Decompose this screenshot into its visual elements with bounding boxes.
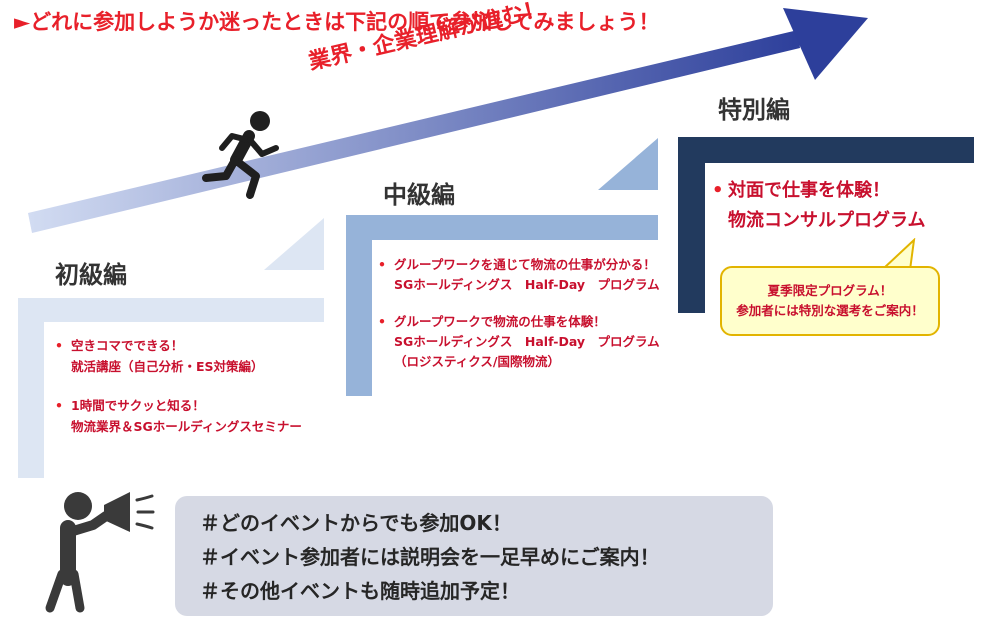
beginner-item-list: 空きコマでできる！ 就活講座（自己分析・ES対策編） 1時間でサクッと知る！ 物… <box>55 335 302 455</box>
running-person-icon <box>202 111 279 199</box>
notes-box: ＃どのイベントからでも参加OK！ ＃イベント参加者には説明会を一足早めにご案内！… <box>175 496 773 616</box>
special-item: 対面で仕事を体験！ 物流コンサルプログラム <box>712 176 925 236</box>
beginner-title: 初級編 <box>55 261 127 289</box>
beginner-item: 空きコマでできる！ 就活講座（自己分析・ES対策編） <box>55 335 302 377</box>
megaphone-person-icon <box>45 492 155 613</box>
special-title: 特別編 <box>718 96 790 124</box>
special-callout-bubble: 夏季限定プログラム！ 参加者には特別な選考をご案内！ <box>720 266 940 336</box>
intermediate-step <box>346 138 658 396</box>
intermediate-item-list: グループワークを通じて物流の仕事が分かる！ SGホールディングス Half-Da… <box>378 255 660 389</box>
beginner-item: 1時間でサクッと知る！ 物流業界＆SGホールディングスセミナー <box>55 395 302 437</box>
progress-arrow <box>28 8 868 233</box>
intermediate-title: 中級編 <box>383 181 455 209</box>
note-line: ＃その他イベントも随時追加予定！ <box>200 579 520 603</box>
beginner-step <box>18 218 324 478</box>
special-item-list: 対面で仕事を体験！ 物流コンサルプログラム <box>712 176 925 236</box>
bubble-line: 参加者には特別な選考をご案内！ <box>736 303 924 318</box>
intro-text: ►どれに参加しようか迷ったときは下記の順で参加してみましょう！ <box>14 10 660 34</box>
intermediate-item: グループワークを通じて物流の仕事が分かる！ SGホールディングス Half-Da… <box>378 255 660 295</box>
bubble-line: 夏季限定プログラム！ <box>767 283 893 298</box>
note-line: ＃イベント参加者には説明会を一足早めにご案内！ <box>200 545 660 569</box>
intermediate-item: グループワークで物流の仕事を体験！ SGホールディングス Half-Day プロ… <box>378 312 660 372</box>
special-step <box>678 137 974 313</box>
note-line: ＃どのイベントからでも参加OK！ <box>200 511 512 535</box>
